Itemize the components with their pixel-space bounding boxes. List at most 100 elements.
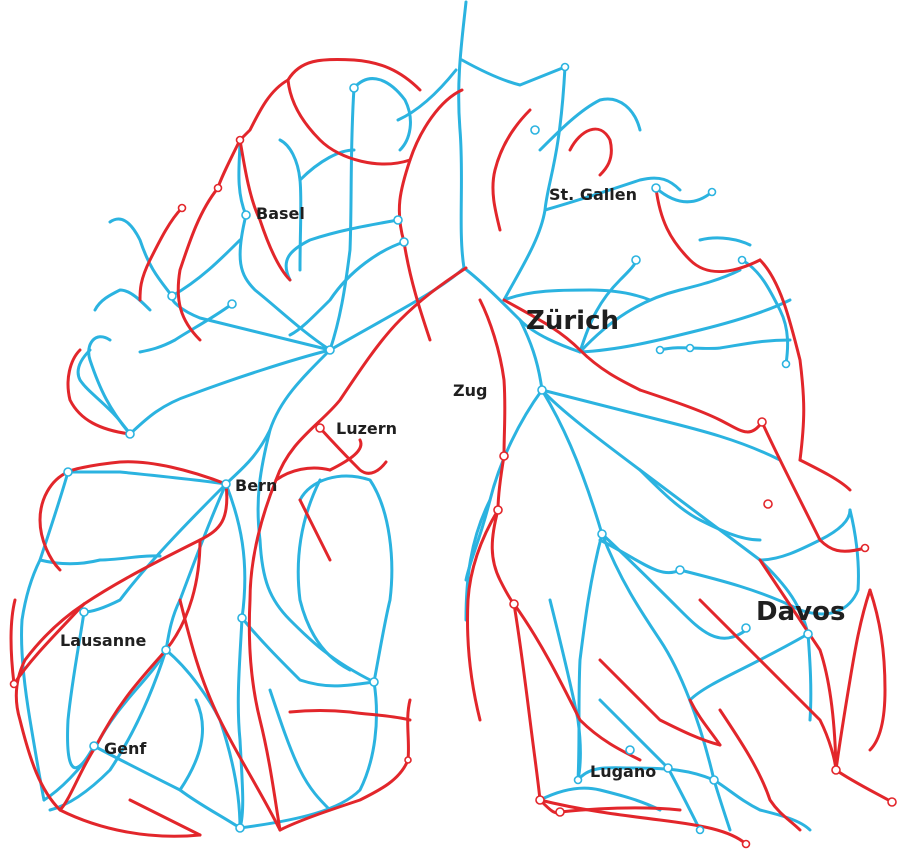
station-marker	[657, 347, 664, 354]
route-line	[760, 560, 836, 770]
route-line	[249, 268, 466, 830]
route-line	[180, 600, 280, 830]
station-marker	[531, 126, 539, 134]
city-label-zug: Zug	[453, 383, 487, 399]
station-marker	[709, 189, 716, 196]
route-line	[11, 600, 15, 684]
route-line	[504, 67, 565, 300]
route-line	[94, 746, 240, 828]
route-line	[280, 700, 410, 830]
route-line	[290, 711, 410, 721]
route-line	[300, 476, 392, 682]
route-line	[22, 620, 44, 800]
station-marker	[90, 742, 98, 750]
station-marker	[11, 681, 18, 688]
station-marker	[222, 480, 230, 488]
station-marker	[162, 646, 170, 654]
route-line	[218, 140, 240, 188]
city-label-luzern: Luzern	[336, 421, 397, 437]
station-marker	[710, 776, 718, 784]
route-line	[640, 390, 762, 432]
route-line	[354, 79, 410, 150]
station-marker	[697, 827, 704, 834]
route-line	[462, 60, 565, 85]
route-line	[84, 484, 226, 612]
route-line	[493, 110, 530, 230]
route-line	[660, 340, 790, 350]
station-marker	[804, 630, 812, 638]
station-marker	[687, 345, 694, 352]
station-marker	[626, 746, 634, 754]
station-marker	[179, 205, 186, 212]
route-line	[68, 472, 226, 484]
station-marker	[500, 452, 508, 460]
route-line	[540, 99, 640, 150]
station-marker	[405, 757, 411, 763]
route-line	[514, 604, 560, 813]
station-marker	[562, 64, 569, 71]
route-line	[95, 290, 150, 310]
route-line	[870, 590, 885, 750]
city-label-lausanne: Lausanne	[60, 633, 146, 649]
route-line	[270, 690, 330, 810]
station-marker	[370, 678, 378, 686]
route-line	[130, 350, 330, 434]
route-line	[640, 470, 760, 540]
station-marker	[326, 346, 334, 354]
station-marker	[743, 841, 750, 848]
route-line	[240, 682, 376, 828]
station-marker	[664, 764, 672, 772]
station-marker	[758, 418, 766, 426]
station-marker	[228, 300, 236, 308]
station-marker	[536, 796, 544, 804]
station-marker	[80, 608, 88, 616]
route-line	[300, 500, 330, 560]
city-label-st-gallen: St. Gallen	[549, 187, 637, 203]
station-marker	[168, 292, 176, 300]
route-line	[286, 220, 398, 280]
station-marker	[236, 824, 244, 832]
station-marker	[494, 506, 502, 514]
route-line	[690, 700, 720, 745]
station-marker	[215, 185, 222, 192]
route-line	[570, 129, 611, 175]
route-line	[84, 484, 227, 604]
route-line	[480, 300, 514, 604]
station-marker	[676, 566, 684, 574]
route-line	[720, 710, 800, 830]
station-marker	[862, 545, 869, 552]
route-line	[656, 188, 712, 202]
city-label-davos: Davos	[756, 599, 845, 625]
city-label-zurich: Zürich	[526, 308, 619, 334]
route-line	[298, 480, 350, 670]
route-line	[760, 510, 850, 560]
route-line	[240, 80, 288, 140]
route-line	[542, 390, 780, 460]
route-line	[290, 242, 404, 335]
station-marker	[64, 468, 72, 476]
station-marker	[350, 84, 358, 92]
route-line	[504, 290, 650, 300]
station-marker	[238, 614, 246, 622]
station-marker	[832, 766, 840, 774]
station-marker	[316, 424, 324, 432]
route-line	[459, 2, 466, 268]
station-marker	[783, 361, 790, 368]
station-marker	[242, 211, 250, 219]
route-line	[330, 268, 464, 350]
route-line	[40, 556, 160, 564]
station-marker	[394, 216, 402, 224]
station-marker	[126, 430, 134, 438]
route-line	[762, 422, 865, 551]
city-label-lugano: Lugano	[590, 764, 656, 780]
route-line	[180, 700, 203, 790]
station-marker	[742, 624, 750, 632]
city-label-genf: Genf	[104, 741, 146, 757]
trachea-lines	[330, 2, 580, 352]
route-line	[89, 337, 130, 434]
station-marker	[575, 777, 582, 784]
station-marker	[632, 256, 640, 264]
station-marker	[764, 500, 772, 508]
